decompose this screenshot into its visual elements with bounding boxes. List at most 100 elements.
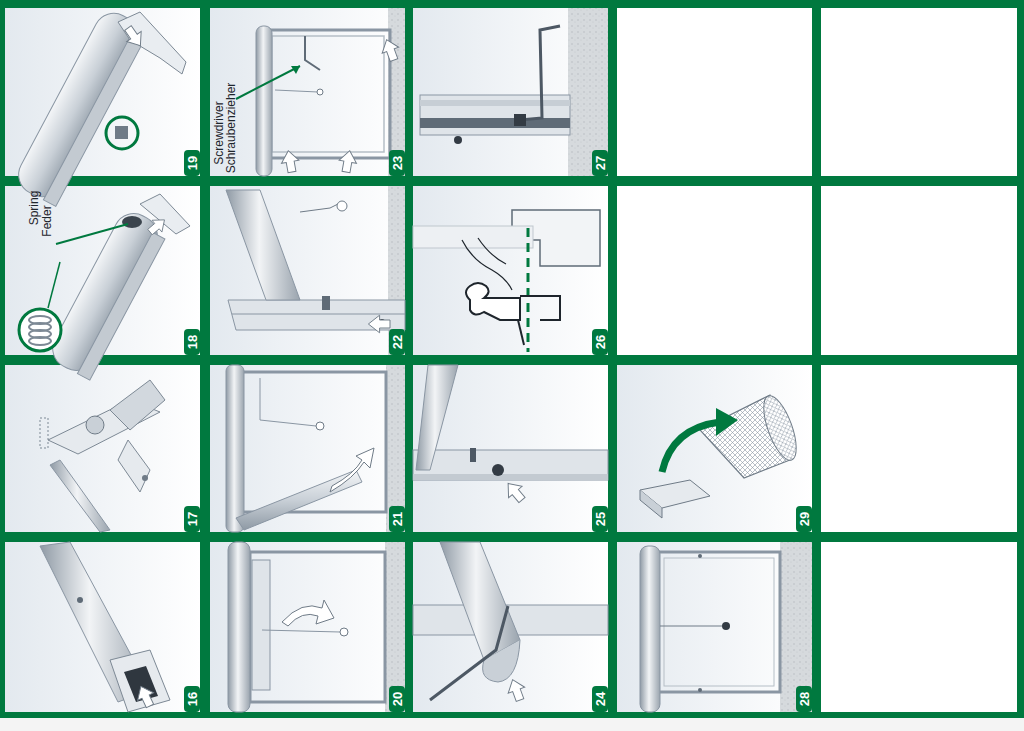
- drawing-part: [368, 315, 390, 333]
- drawing-part: [210, 542, 405, 712]
- step-number: 18: [186, 335, 199, 349]
- drawing-part: [413, 474, 608, 480]
- step-number: 22: [391, 335, 404, 349]
- drawing-part: [5, 365, 200, 532]
- drawing-part: [385, 542, 405, 712]
- drawing-part: [110, 650, 170, 712]
- drawing-part: [236, 66, 300, 99]
- drawing-part: [118, 12, 186, 74]
- drawing-part: [250, 552, 385, 702]
- step-26-illustration: [413, 210, 600, 352]
- drawing-part: [291, 66, 300, 74]
- step-number: 29: [798, 512, 811, 526]
- drawing-part: [340, 628, 348, 636]
- drawing-part: [420, 100, 570, 106]
- drawing-part: [617, 8, 812, 176]
- drawing-part: [698, 554, 702, 558]
- drawing-part: [266, 30, 390, 158]
- drawing-part: [420, 118, 570, 128]
- step-22-illustration: [226, 186, 405, 355]
- drawing-part: [337, 201, 347, 211]
- step-number: 28: [798, 692, 811, 706]
- drawing-part: [110, 380, 165, 430]
- drawing-part: [256, 26, 272, 176]
- drawing-part: [617, 186, 812, 355]
- drawing-part: [12, 6, 150, 206]
- step-number: 20: [391, 692, 404, 706]
- drawing-part: [184, 150, 200, 176]
- drawing-part: [232, 314, 405, 315]
- step-28-illustration: [640, 542, 812, 712]
- step-number-tags: [184, 150, 812, 712]
- drawing-part: [226, 365, 244, 532]
- drawing-part: [640, 490, 662, 518]
- step-number: 16: [186, 692, 199, 706]
- drawing-part: [413, 226, 533, 248]
- drawing-part: [470, 448, 476, 462]
- drawing-part: [275, 90, 318, 92]
- drawing-part: [142, 475, 148, 481]
- drawing-part: [210, 365, 405, 532]
- drawing-part: [658, 552, 780, 692]
- drawing-part: [145, 214, 169, 238]
- step-23-illustration: [236, 8, 405, 176]
- step-17-illustration: [40, 380, 165, 532]
- drawing-part: [272, 36, 384, 152]
- step-number: 19: [186, 156, 199, 170]
- drawing-part: [43, 32, 145, 206]
- drawing-part: [77, 597, 83, 603]
- drawing-part: [660, 626, 722, 627]
- drawing-part: [478, 238, 506, 264]
- step-19-illustration: [12, 6, 186, 206]
- drawing-part: [821, 186, 1017, 355]
- drawing-part: [46, 207, 170, 381]
- step-number: 23: [391, 156, 404, 170]
- drawing-part: [520, 26, 560, 120]
- drawing-part: [389, 150, 405, 176]
- drawing-part: [617, 542, 812, 712]
- drawing-part: [389, 506, 405, 532]
- drawing-part: [316, 422, 324, 430]
- drawing-part: [280, 149, 301, 173]
- drawing-part: [716, 408, 738, 436]
- drawing-part: [698, 688, 702, 692]
- drawing-part: [140, 194, 190, 234]
- drawing-part: [300, 204, 338, 212]
- drawing-part: [592, 506, 608, 532]
- drawing-part: [77, 232, 164, 380]
- drawing-part: [821, 365, 1017, 532]
- drawing-part: [454, 136, 462, 144]
- drawing-part: [262, 630, 340, 632]
- drawing-part: [5, 542, 200, 712]
- drawing-part: [757, 392, 803, 464]
- step-number: 24: [594, 692, 607, 706]
- bottom-strip: [0, 718, 1024, 731]
- drawing-part: [86, 416, 104, 434]
- callout-label: Schraubenzieher: [225, 83, 237, 174]
- callout-label: Spring: [28, 191, 40, 226]
- drawing-part: [413, 450, 608, 480]
- drawing-part: [821, 8, 1017, 176]
- drawing-part: [322, 296, 330, 310]
- drawing-part: [122, 216, 142, 228]
- drawing-part: [640, 546, 660, 712]
- drawing-part: [504, 677, 528, 703]
- drawing-part: [317, 89, 323, 95]
- drawing-part: [305, 36, 320, 70]
- drawing-part: [527, 228, 530, 352]
- drawing-part: [184, 506, 200, 532]
- drawing-part: [430, 606, 508, 700]
- drawing-part: [106, 117, 138, 149]
- drawing-part: [40, 418, 48, 448]
- drawing-part: [252, 560, 270, 690]
- drawing-part: [337, 149, 358, 173]
- drawing-part: [282, 600, 334, 626]
- drawing-part: [592, 150, 608, 176]
- step-number: 21: [391, 512, 404, 526]
- step-21-illustration: [226, 365, 405, 532]
- drawing-part: [413, 8, 608, 176]
- step-27-illustration: [420, 8, 608, 176]
- drawing-part: [19, 309, 61, 351]
- step-29-illustration: [640, 392, 803, 518]
